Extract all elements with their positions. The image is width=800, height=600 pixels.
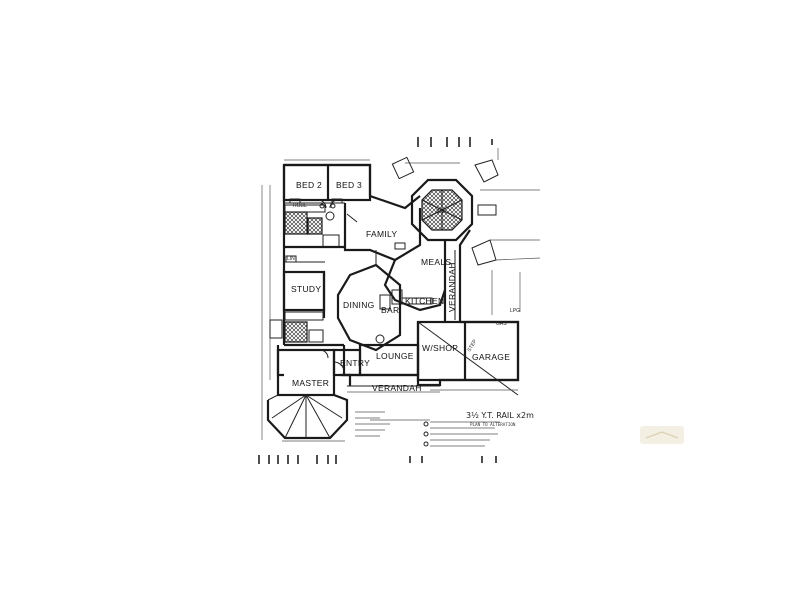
label-bed2: BED 2 — [296, 180, 322, 190]
bathroom-lower — [269, 311, 344, 347]
handwritten-note: 3½ Y.T. RAIL x2m — [466, 411, 534, 420]
label-garage: GARAGE — [472, 352, 510, 362]
dimension-lines — [261, 148, 499, 442]
label-verandah-side: VERANDAH — [447, 262, 457, 312]
label-family: FAMILY — [366, 229, 397, 239]
bottom-scan-ticks — [258, 455, 497, 464]
family-room — [343, 203, 422, 262]
label-step: STEP — [467, 338, 479, 353]
bedroom-wing — [282, 163, 372, 209]
dining-area — [336, 250, 402, 352]
label-entry: ENTRY — [340, 358, 370, 368]
front-verandah — [347, 385, 440, 393]
study-room — [282, 255, 326, 318]
label-verandah-front: VERANDAH — [372, 383, 422, 393]
watermark-logo — [640, 426, 684, 444]
spa-octagon — [410, 178, 474, 242]
label-gas: GAS — [496, 321, 507, 327]
top-scan-ticks — [417, 137, 493, 147]
label-lpg: LPG — [510, 308, 520, 314]
label-spa: SPA — [436, 209, 446, 215]
label-bar: BAR — [381, 305, 399, 315]
label-study: STUDY — [291, 284, 321, 294]
label-lounge: LOUNGE — [376, 351, 414, 361]
label-dining: DINING — [343, 300, 375, 310]
label-wshop: W/SHOP — [422, 343, 458, 353]
label-linen: LIN — [287, 256, 295, 262]
label-meals: MEALS — [421, 257, 451, 267]
label-master: MASTER — [292, 378, 329, 388]
meals-kitchen — [383, 240, 456, 322]
handwritten-subnote: PLAN TO ALTERATION — [470, 422, 516, 427]
label-robe: ROBE — [293, 203, 308, 209]
notes-block — [355, 411, 500, 447]
label-kitchen: KITCHEN — [405, 296, 444, 306]
label-bed3: BED 3 — [336, 180, 362, 190]
outdoor-deck — [391, 156, 541, 315]
bathroom-upper — [284, 204, 345, 249]
master-bedroom — [266, 348, 349, 440]
garage-workshop — [416, 320, 520, 396]
